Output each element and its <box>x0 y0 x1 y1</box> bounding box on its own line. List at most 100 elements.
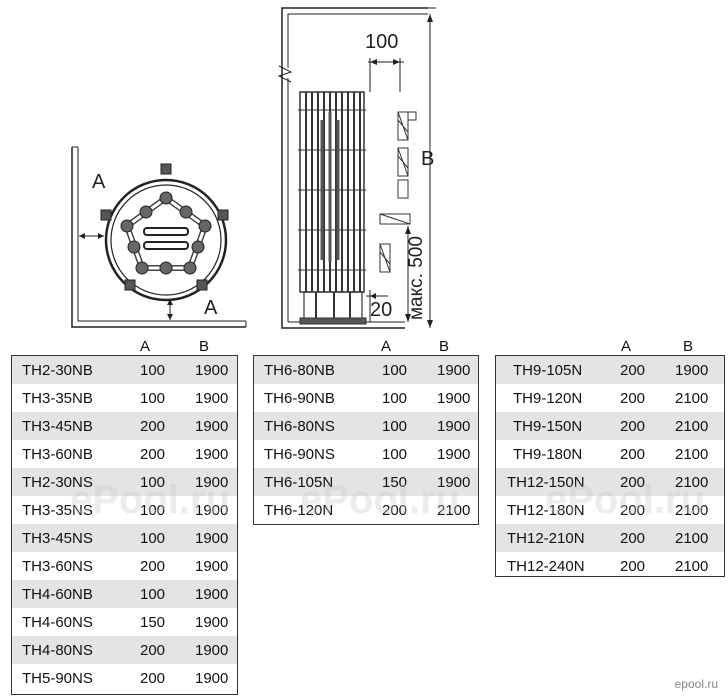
value-b: 1900 <box>195 669 229 687</box>
table-row: TH12-150N 200 2100 <box>496 468 724 496</box>
installation-drawing: A A <box>71 7 436 329</box>
value-a: 200 <box>140 641 166 659</box>
table-row: TH3-35NB 100 1900 <box>12 384 237 412</box>
value-b: 1900 <box>195 529 229 547</box>
value-a: 100 <box>382 389 408 407</box>
value-b: 1900 <box>675 361 709 379</box>
value-a: 100 <box>382 361 408 379</box>
value-b: 1900 <box>195 641 229 659</box>
table-row: TH9-120N 200 2100 <box>496 384 724 412</box>
table-row: TH9-150N 200 2100 <box>496 412 724 440</box>
label-a-bottom: A <box>204 297 218 319</box>
table-row: TH3-45NB 200 1900 <box>12 412 237 440</box>
table-row: TH6-80NS 100 1900 <box>254 412 478 440</box>
value-a: 200 <box>620 361 646 379</box>
side-view <box>277 7 436 329</box>
model-name: TH3-45NS <box>22 529 93 547</box>
model-name: TH3-45NB <box>22 417 93 435</box>
table-3-header-b: B <box>683 338 694 355</box>
value-b: 2100 <box>675 389 709 407</box>
label-b: B <box>421 148 434 170</box>
value-a: 200 <box>140 669 166 687</box>
value-b: 1900 <box>195 445 229 463</box>
table-row: TH3-60NS 200 1900 <box>12 552 237 580</box>
value-a: 150 <box>382 473 408 491</box>
model-name: TH12-150N <box>507 473 585 491</box>
value-b: 2100 <box>675 417 709 435</box>
value-b: 1900 <box>437 361 471 379</box>
table-row: TH4-80NS 200 1900 <box>12 636 237 664</box>
value-b: 1900 <box>195 585 229 603</box>
value-a: 100 <box>140 529 166 547</box>
model-name: TH6-105N <box>264 473 334 491</box>
value-a: 100 <box>382 417 408 435</box>
model-name: TH12-210N <box>507 529 585 547</box>
value-b: 1900 <box>195 557 229 575</box>
table-row: TH4-60NB 100 1900 <box>12 580 237 608</box>
value-a: 200 <box>140 417 166 435</box>
value-b: 1900 <box>437 389 471 407</box>
value-a: 100 <box>140 361 166 379</box>
value-b: 1900 <box>437 445 471 463</box>
value-b: 2100 <box>675 529 709 547</box>
model-name: TH12-240N <box>507 557 585 575</box>
value-b: 1900 <box>195 361 229 379</box>
site-logo: epool.ru <box>674 677 718 691</box>
model-name: TH3-35NB <box>22 389 93 407</box>
value-b: 1900 <box>195 501 229 519</box>
table-row: TH9-180N 200 2100 <box>496 440 724 468</box>
table-row: TH6-90NB 100 1900 <box>254 384 478 412</box>
wall-outline <box>281 7 428 329</box>
table-row: TH12-180N 200 2100 <box>496 496 724 524</box>
table-row: TH6-80NB 100 1900 <box>254 356 478 384</box>
value-a: 200 <box>140 557 166 575</box>
value-b: 2100 <box>675 557 709 575</box>
value-a: 200 <box>620 473 646 491</box>
value-a: 100 <box>140 585 166 603</box>
table-1-header-b: B <box>199 338 210 355</box>
model-name: TH3-60NS <box>22 557 93 575</box>
table-row: TH12-240N 200 2100 <box>496 552 724 580</box>
value-b: 1900 <box>437 417 471 435</box>
value-a: 150 <box>140 613 166 631</box>
corner-wall <box>71 147 246 328</box>
model-name: TH4-60NB <box>22 585 93 603</box>
model-name: TH2-30NB <box>22 361 93 379</box>
value-b: 2100 <box>437 501 471 519</box>
value-b: 1900 <box>195 613 229 631</box>
table-3-header-a: A <box>621 338 632 355</box>
model-name: TH4-60NS <box>22 613 93 631</box>
value-a: 100 <box>382 445 408 463</box>
model-name: TH9-150N <box>513 417 583 435</box>
model-name: TH6-80NS <box>264 417 335 435</box>
value-a: 200 <box>620 529 646 547</box>
table-row: TH6-105N 150 1900 <box>254 468 478 496</box>
value-b: 2100 <box>675 501 709 519</box>
heater-outer-ring <box>104 178 228 302</box>
table-row: TH3-60NB 200 1900 <box>12 440 237 468</box>
value-a: 200 <box>382 501 408 519</box>
table-row: TH2-30NB 100 1900 <box>12 356 237 384</box>
label-dim-20: 20 <box>370 299 392 321</box>
value-b: 1900 <box>195 473 229 491</box>
model-name: TH2-30NS <box>22 473 93 491</box>
model-name: TH6-90NS <box>264 445 335 463</box>
table-row: TH6-90NS 100 1900 <box>254 440 478 468</box>
value-a: 200 <box>620 501 646 519</box>
model-table-1: TH2-30NB 100 1900 TH3-35NB 100 1900 TH3-… <box>11 355 238 695</box>
mounting-brackets <box>379 111 417 273</box>
value-a: 200 <box>620 445 646 463</box>
value-b: 1900 <box>437 473 471 491</box>
model-name: TH12-180N <box>507 501 585 519</box>
label-dim-500: макс. 500 <box>406 236 427 320</box>
model-name: TH6-120N <box>264 501 334 519</box>
model-table-3: TH9-105N 200 1900 TH9-120N 200 2100 TH9-… <box>495 355 725 577</box>
value-a: 200 <box>620 389 646 407</box>
model-name: TH9-120N <box>513 389 583 407</box>
top-view <box>71 146 247 328</box>
value-b: 1900 <box>195 417 229 435</box>
value-a: 100 <box>140 473 166 491</box>
model-name: TH3-35NS <box>22 501 93 519</box>
table-row: TH3-35NS 100 1900 <box>12 496 237 524</box>
value-b: 2100 <box>675 445 709 463</box>
